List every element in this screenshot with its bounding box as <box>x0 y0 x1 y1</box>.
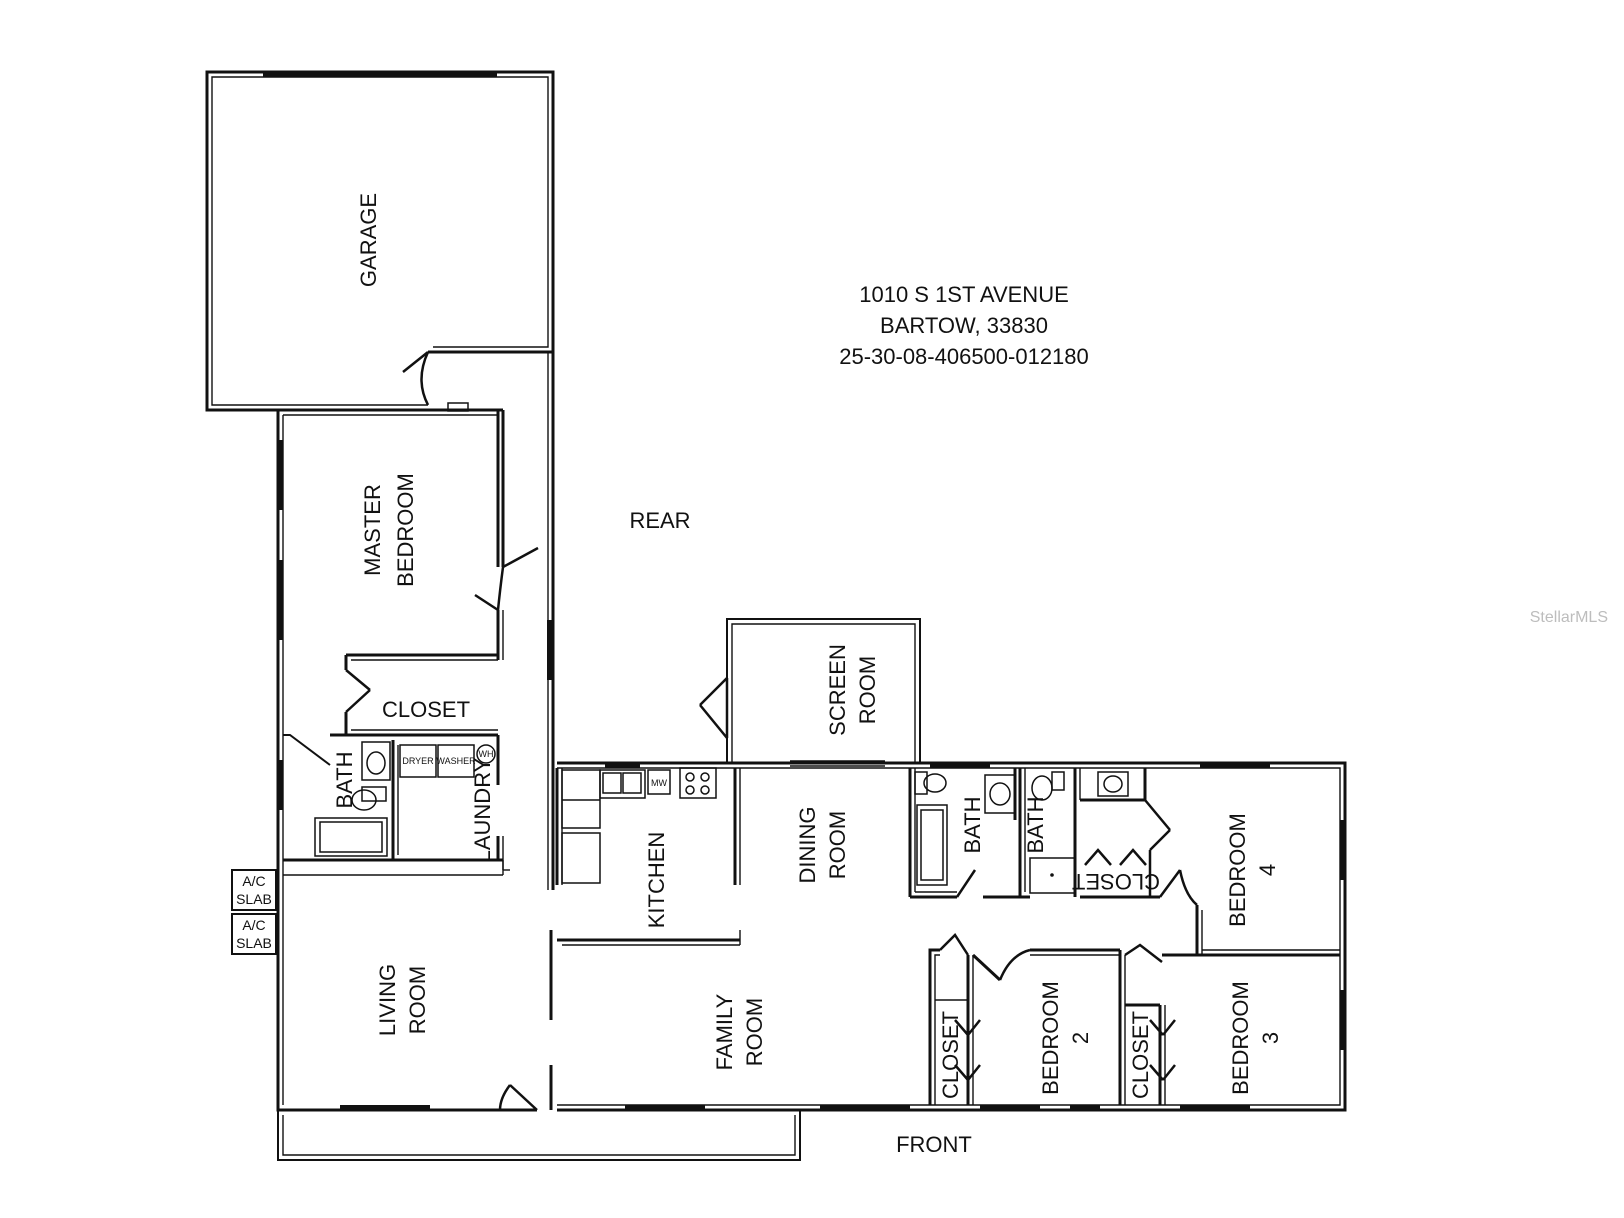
ac-slab-2: A/C SLAB <box>231 913 277 955</box>
screen-room-label-2: ROOM <box>855 656 880 724</box>
family-room-label-1: FAMILY <box>712 993 737 1070</box>
address-line-2: BARTOW, 33830 <box>880 313 1048 338</box>
bed4-bath-walls <box>1018 768 1171 899</box>
bedroom-3-closet-label: CLOSET <box>1128 1011 1153 1099</box>
master-bath-label: BATH <box>332 751 357 808</box>
front-label: FRONT <box>896 1132 972 1157</box>
ac-slab-1-line1: A/C <box>242 873 265 889</box>
bedroom-2-walls <box>928 933 1126 1105</box>
bedroom-2-label-2: 2 <box>1068 1032 1093 1044</box>
ac-slab-1-line2: SLAB <box>236 891 272 907</box>
garage-label: GARAGE <box>356 193 381 287</box>
master-wing-bottom-wall <box>283 858 504 876</box>
washer-label: WASHER <box>436 756 476 766</box>
garage-door <box>402 351 430 406</box>
bedroom-3-label-2: 3 <box>1258 1032 1283 1044</box>
ac-slab-1: A/C SLAB <box>231 869 277 911</box>
bedroom-4-label-2: 4 <box>1255 864 1280 876</box>
bedroom-2-label-1: BEDROOM <box>1038 981 1063 1095</box>
living-room-label-2: ROOM <box>405 966 430 1034</box>
kitchen-label: KITCHEN <box>644 832 669 929</box>
garage-walls <box>205 70 555 412</box>
house-outer-walls <box>276 352 1347 1161</box>
laundry-area: DRYER WASHER WH <box>399 735 510 871</box>
dining-room-label-2: ROOM <box>825 811 850 879</box>
bedroom-4-label-1: BEDROOM <box>1225 813 1250 927</box>
watermark: StellarMLS <box>1530 609 1608 626</box>
master-hall-door <box>474 546 539 660</box>
master-bedroom-label-2: BEDROOM <box>393 473 418 587</box>
front-door <box>498 1084 538 1111</box>
screen-room-label-1: SCREEN <box>825 644 850 736</box>
master-closet-label: CLOSET <box>382 697 470 722</box>
living-room-label-1: LIVING <box>375 964 400 1036</box>
hall-bath-walls <box>908 768 1030 899</box>
bedroom-2-closet-label: CLOSET <box>938 1011 963 1099</box>
dining-room-label-1: DINING <box>795 807 820 884</box>
rear-label: REAR <box>629 508 690 533</box>
microwave-label: MW <box>651 778 667 788</box>
bedroom-4-walls <box>1158 869 1340 957</box>
bed4-closet-label: CLOSET <box>1072 869 1160 894</box>
address-line-3: 25-30-08-406500-012180 <box>839 344 1089 369</box>
ac-slab-2-line2: SLAB <box>236 935 272 951</box>
water-heater-label: WH <box>479 749 494 759</box>
master-bedroom-label-1: MASTER <box>360 484 385 576</box>
screen-room-slider <box>790 760 885 767</box>
bed4-bath-label: BATH <box>1023 796 1048 853</box>
bedroom-3-walls <box>1124 943 1197 1105</box>
hall-bath-label: BATH <box>960 796 985 853</box>
ac-slab-2-line1: A/C <box>242 917 265 933</box>
master-closet-walls <box>344 653 498 737</box>
kitchen-walls: MW <box>555 767 741 946</box>
windows <box>277 440 1346 1111</box>
laundry-label: LAUNDRY <box>470 757 495 862</box>
bedroom-3-label-1: BEDROOM <box>1228 981 1253 1095</box>
screen-room-walls <box>699 618 921 763</box>
master-bath-walls <box>283 733 399 860</box>
dryer-label: DRYER <box>402 756 434 766</box>
address-line-1: 1010 S 1ST AVENUE <box>859 282 1069 307</box>
family-room-label-2: ROOM <box>742 998 767 1066</box>
